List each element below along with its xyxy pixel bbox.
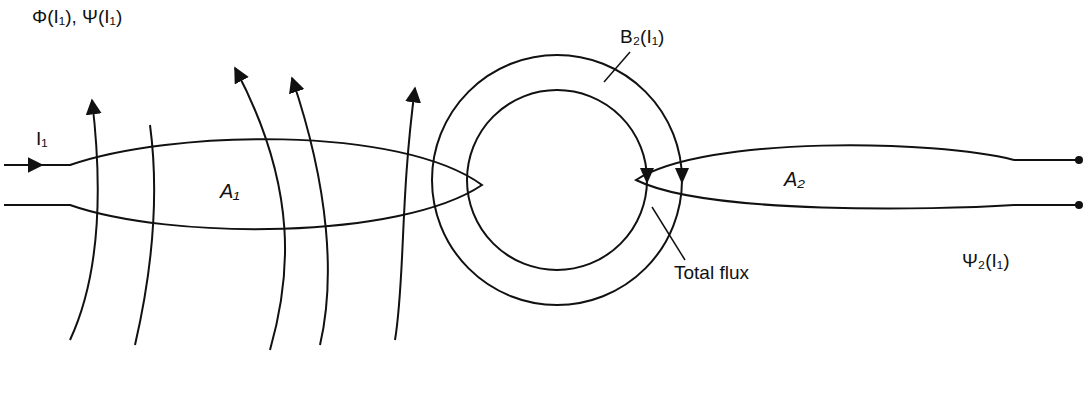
area-label: A₁ <box>220 180 240 203</box>
loop-outline <box>636 140 1016 220</box>
flux-line <box>70 100 98 340</box>
flux-line <box>292 78 328 345</box>
flux-line <box>135 125 154 345</box>
callout-label: Total flux <box>672 262 751 284</box>
lead-wire <box>1014 204 1078 206</box>
lead-wire <box>1014 159 1078 161</box>
flux-label: Φ(I₁), Ψ(I₁) <box>30 6 124 28</box>
current-label: I₁ <box>34 128 50 150</box>
lead-wire <box>4 204 71 206</box>
current-arrow <box>8 164 42 166</box>
flux-circle <box>467 90 647 270</box>
flux-circle <box>432 55 682 305</box>
leader-line <box>604 52 630 82</box>
current-loop: A₂ <box>636 140 1016 220</box>
terminal-dot <box>1075 156 1083 164</box>
leader-line <box>652 207 685 260</box>
flux-arrowhead <box>675 168 689 184</box>
loop-outline <box>636 145 1014 208</box>
current-loop: A₁ <box>70 130 482 235</box>
area-label: A₂ <box>784 168 805 191</box>
flux-line <box>235 68 285 350</box>
flux-label: Ψ₂(I₁) <box>960 250 1012 272</box>
terminal-dot <box>1075 201 1083 209</box>
lead-wire <box>4 164 71 166</box>
field-label: B₂(I₁) <box>618 26 666 48</box>
loop-outline <box>70 139 482 229</box>
loop-outline <box>70 130 482 235</box>
